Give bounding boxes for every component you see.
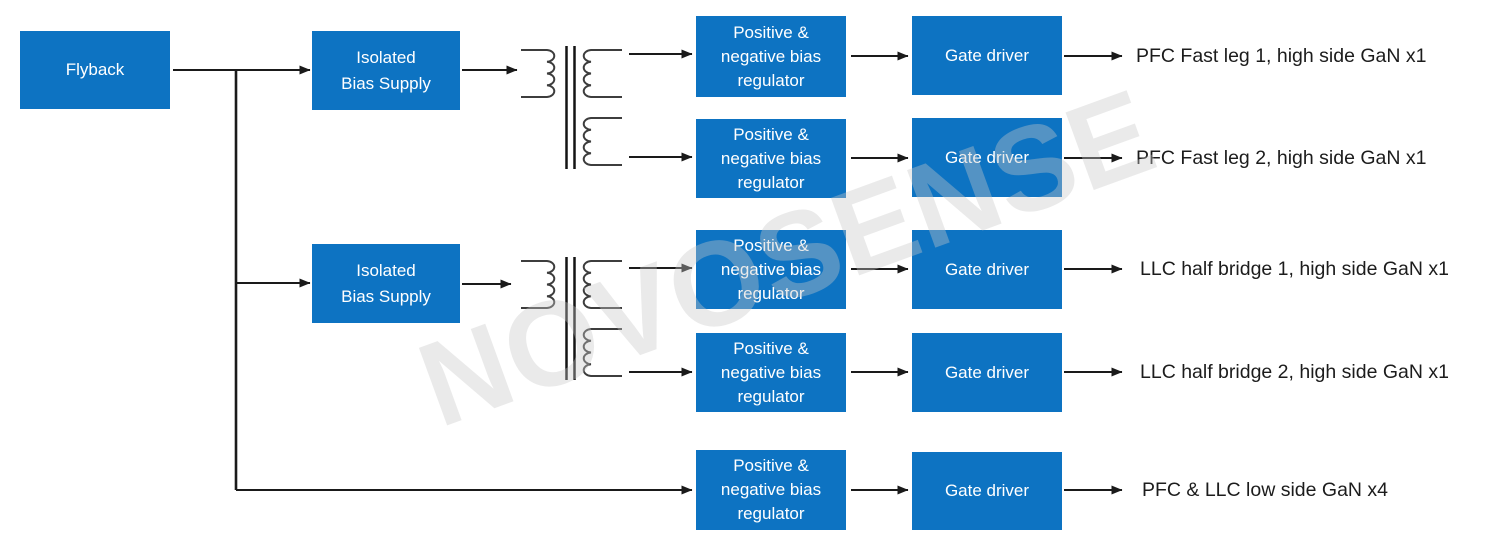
transformer-1 xyxy=(519,44,624,171)
flyback-box: Flyback xyxy=(20,31,170,109)
regulator-3-box: Positive & negative bias regulator xyxy=(696,230,846,309)
output-label-pfc-fast-leg-1: PFC Fast leg 1, high side GaN x1 xyxy=(1136,45,1427,67)
gate-driver-5-box: Gate driver xyxy=(912,452,1062,530)
regulator-4-box: Positive & negative bias regulator xyxy=(696,333,846,412)
gate-driver-2-box: Gate driver xyxy=(912,118,1062,197)
isolated-bias-supply-2-box: Isolated Bias Supply xyxy=(312,244,460,323)
output-label-llc-half-bridge-2: LLC half bridge 2, high side GaN x1 xyxy=(1140,361,1449,383)
isolated-bias-supply-1-box: Isolated Bias Supply xyxy=(312,31,460,110)
transformer-2 xyxy=(519,255,624,382)
output-label-llc-half-bridge-1: LLC half bridge 1, high side GaN x1 xyxy=(1140,258,1449,280)
gate-driver-4-box: Gate driver xyxy=(912,333,1062,412)
gate-driver-3-box: Gate driver xyxy=(912,230,1062,309)
regulator-2-box: Positive & negative bias regulator xyxy=(696,119,846,198)
output-label-pfc-fast-leg-2: PFC Fast leg 2, high side GaN x1 xyxy=(1136,147,1427,169)
gate-driver-1-box: Gate driver xyxy=(912,16,1062,95)
regulator-1-box: Positive & negative bias regulator xyxy=(696,16,846,97)
regulator-5-box: Positive & negative bias regulator xyxy=(696,450,846,530)
output-label-pfc-llc-low-side: PFC & LLC low side GaN x4 xyxy=(1142,479,1389,501)
